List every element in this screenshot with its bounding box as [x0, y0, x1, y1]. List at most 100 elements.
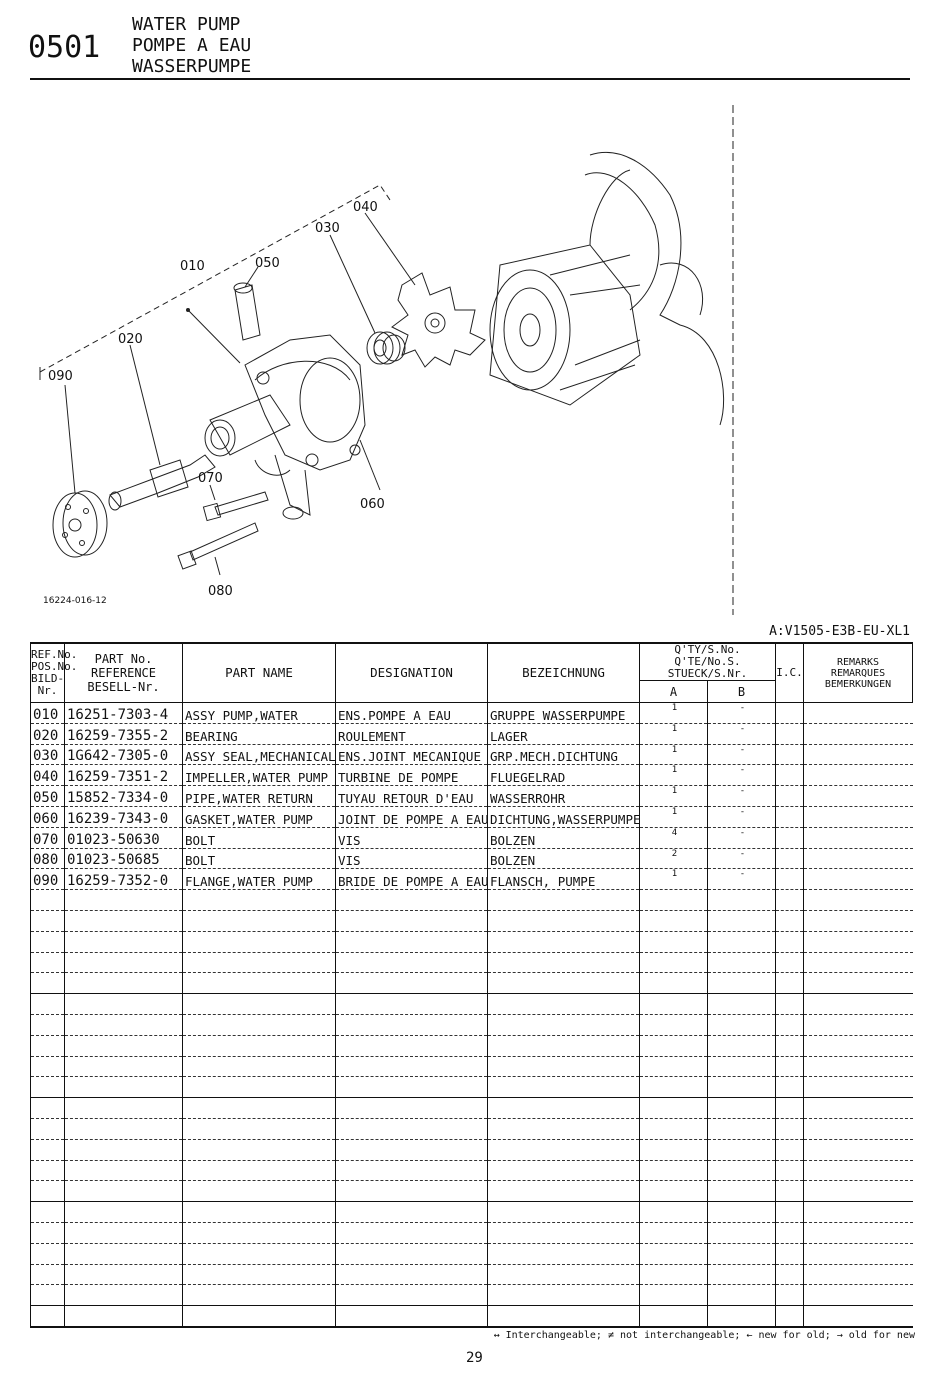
cell-name: ASSY PUMP,WATER	[182, 702, 336, 724]
cell-empty	[335, 1201, 488, 1223]
cell-empty	[335, 1118, 488, 1140]
table-row	[30, 1035, 913, 1057]
cell-empty	[803, 702, 913, 724]
cell-empty	[639, 952, 708, 974]
cell-part-no: 16259-7352-0	[64, 868, 183, 891]
header-designation: DESIGNATION	[335, 642, 488, 703]
cell-empty	[803, 764, 913, 787]
cell-empty	[182, 889, 336, 911]
header-ref-no: REF.No.POS.No.BILD-Nr.	[30, 642, 77, 703]
cell-empty	[775, 931, 804, 953]
cell-empty	[803, 910, 913, 932]
cell-ref: 030	[30, 744, 65, 766]
cell-empty	[182, 1222, 336, 1244]
cell-empty	[182, 1180, 336, 1203]
cell-empty	[335, 1139, 488, 1161]
cell-part-no: 16259-7351-2	[64, 764, 183, 787]
cell-empty	[487, 931, 640, 953]
cell-empty	[487, 1160, 640, 1182]
cell-empty	[487, 1264, 640, 1286]
cell-empty	[335, 931, 488, 953]
cell-empty	[639, 1014, 708, 1036]
cell-empty	[487, 1056, 640, 1078]
cell-qty-a: 1	[639, 806, 708, 828]
table-row	[30, 1056, 913, 1078]
cell-name: IMPELLER,WATER PUMP	[182, 764, 336, 787]
cell-bezeichnung: FLANSCH, PUMPE	[487, 868, 640, 891]
cell-empty	[64, 1222, 183, 1244]
cell-empty	[639, 1180, 708, 1203]
cell-empty	[64, 1284, 183, 1307]
table-row	[30, 1222, 913, 1244]
cell-empty	[775, 972, 804, 995]
cell-bezeichnung: LAGER	[487, 723, 640, 745]
cell-empty	[639, 910, 708, 932]
cell-qty-a: 2	[639, 848, 708, 870]
cell-empty	[775, 1118, 804, 1140]
cell-empty	[30, 1201, 65, 1223]
cell-name: PIPE,WATER RETURN	[182, 785, 336, 807]
cell-empty	[30, 952, 65, 974]
cell-empty	[803, 1264, 913, 1286]
cell-designation: TURBINE DE POMPE	[335, 764, 488, 787]
cell-empty	[775, 1014, 804, 1036]
table-row	[30, 1201, 913, 1223]
title-en: WATER PUMP	[132, 14, 241, 35]
cell-empty	[639, 1222, 708, 1244]
cell-empty	[706, 1014, 776, 1036]
bearing-part	[108, 454, 216, 511]
cell-empty	[639, 931, 708, 953]
header-qty-a: A	[639, 680, 708, 703]
table-row	[30, 910, 913, 932]
cell-name: BOLT	[182, 848, 336, 870]
cell-empty	[803, 1180, 913, 1203]
cell-empty	[803, 931, 913, 953]
cell-part-no: 16259-7355-2	[64, 723, 183, 745]
cell-empty	[64, 1201, 183, 1223]
table-row	[30, 1305, 913, 1328]
cell-empty	[182, 1076, 336, 1099]
cell-bezeichnung: DICHTUNG,WASSERPUMPE	[487, 806, 640, 828]
cell-empty	[775, 1305, 804, 1328]
cell-name: ASSY SEAL,MECHANICAL	[182, 744, 336, 766]
cell-empty	[30, 1118, 65, 1140]
cell-empty	[706, 1305, 776, 1328]
cell-empty	[706, 1201, 776, 1223]
cell-empty	[182, 1014, 336, 1036]
cell-bezeichnung: GRP.MECH.DICHTUNG	[487, 744, 640, 766]
cell-empty	[487, 1014, 640, 1036]
cell-qty-b: -	[706, 785, 776, 807]
cell-qty-a: 1	[639, 744, 708, 766]
cell-ref: 010	[30, 702, 65, 724]
callout-090: 090	[48, 369, 73, 384]
table-row	[30, 1014, 913, 1036]
cell-empty	[182, 952, 336, 974]
cell-empty	[487, 1201, 640, 1223]
callout-080: 080	[208, 584, 233, 599]
exploded-diagram: 010 020 030 040 050 060 070 080 090	[39, 105, 734, 615]
cell-empty	[706, 1076, 776, 1099]
table-row	[30, 1160, 913, 1182]
cell-empty	[64, 1139, 183, 1161]
cell-qty-b: -	[706, 848, 776, 870]
cell-empty	[182, 931, 336, 953]
cell-empty	[639, 1139, 708, 1161]
cell-empty	[30, 1160, 65, 1182]
cell-empty	[775, 1035, 804, 1057]
cell-empty	[182, 1118, 336, 1140]
cell-empty	[335, 993, 488, 1015]
cell-empty	[706, 993, 776, 1015]
cell-empty	[487, 1243, 640, 1265]
cell-part-no: 16251-7303-4	[64, 702, 183, 724]
table-row	[30, 1139, 913, 1161]
cell-empty	[335, 952, 488, 974]
cell-empty	[639, 1056, 708, 1078]
cell-empty	[775, 1264, 804, 1286]
table-row	[30, 889, 913, 911]
cell-empty	[775, 744, 804, 766]
table-row	[30, 1243, 913, 1265]
cell-empty	[775, 785, 804, 807]
cell-part-no: 01023-50685	[64, 848, 183, 870]
cell-qty-a: 1	[639, 702, 708, 724]
